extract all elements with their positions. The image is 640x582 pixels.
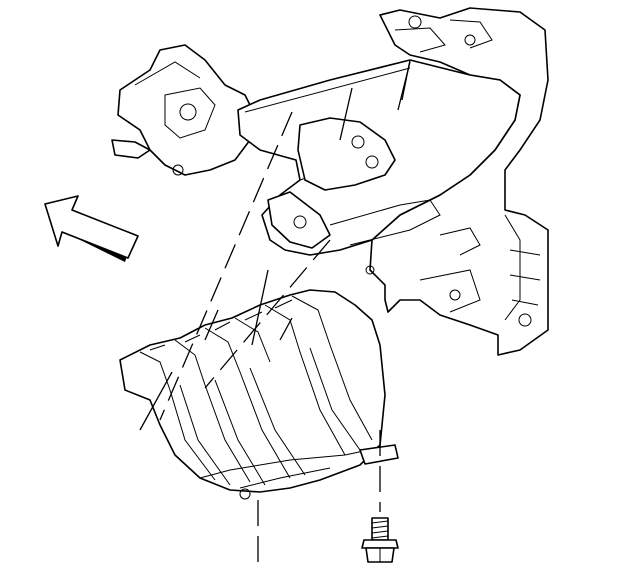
upper-mount-bracket <box>111 44 256 176</box>
frame-crossmember <box>237 59 521 275</box>
arrow-up-left-icon <box>44 195 139 262</box>
engine-block <box>369 7 549 356</box>
leader-lines <box>139 59 411 566</box>
mounting-bolt <box>361 517 399 563</box>
exhaust-heat-shield <box>119 289 399 500</box>
